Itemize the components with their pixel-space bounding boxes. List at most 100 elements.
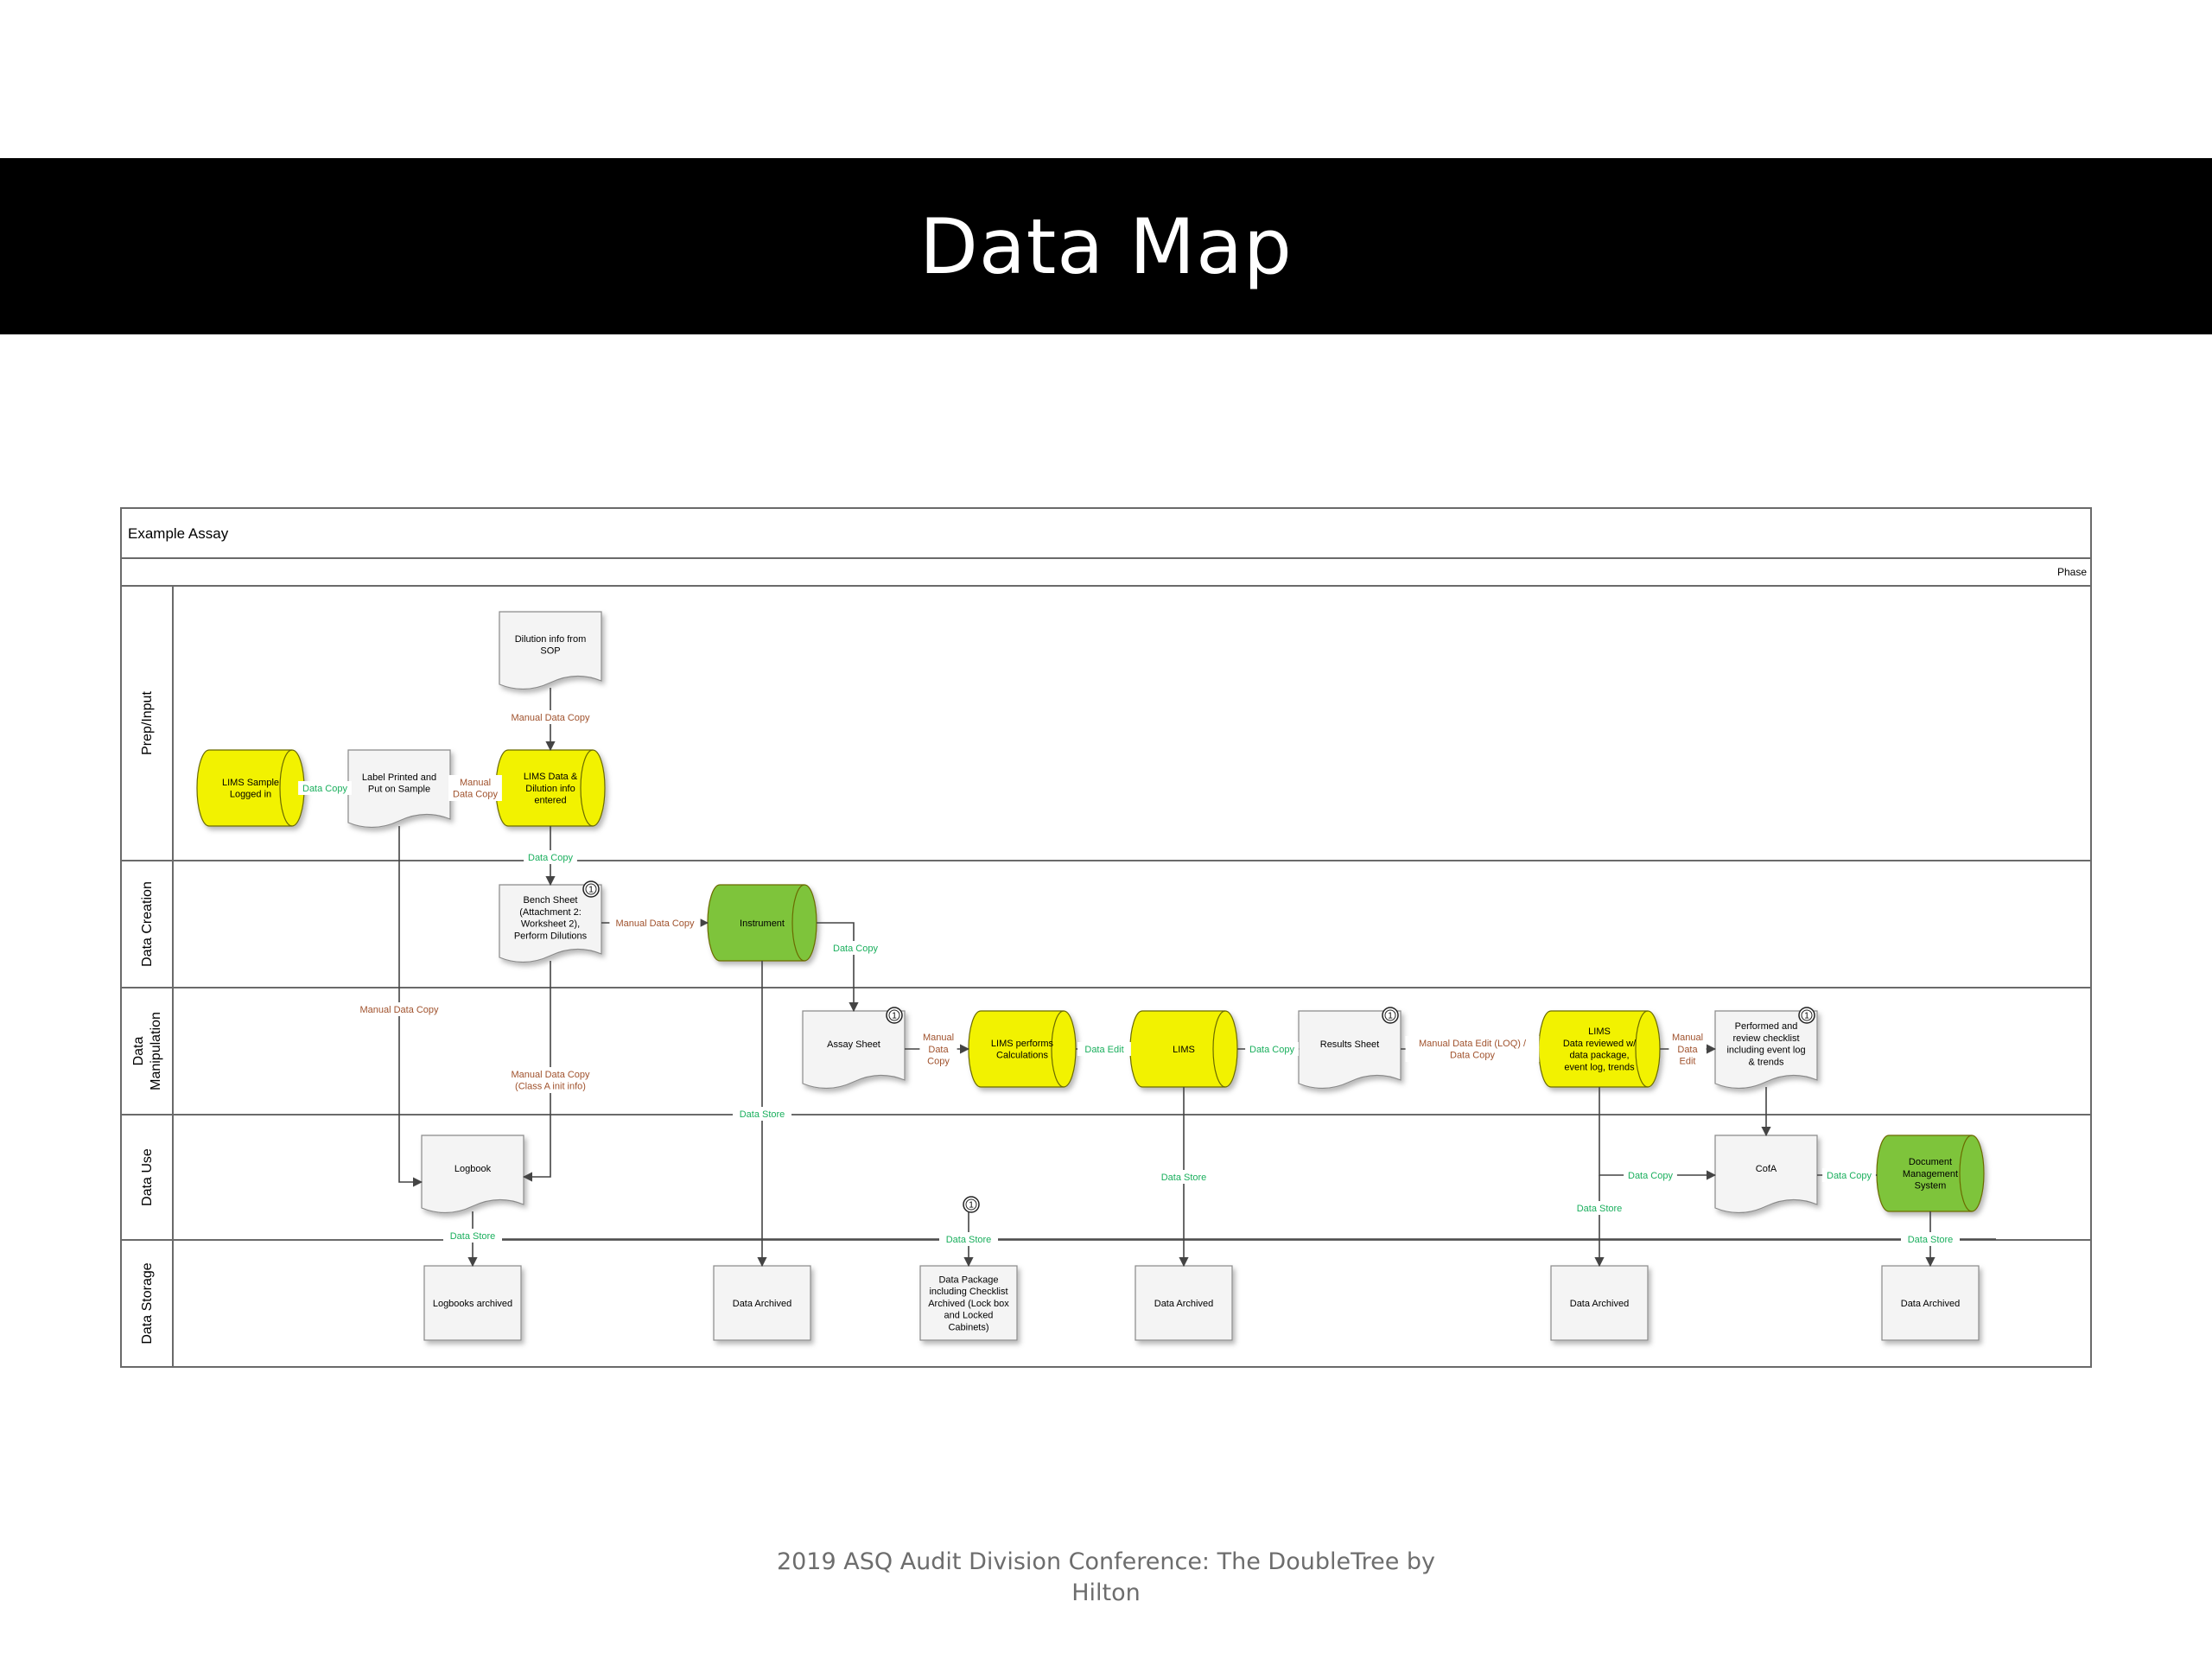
edge-e19: Data Store: [1570, 1175, 1629, 1268]
edge-e6: Data Copy: [817, 922, 882, 1013]
process-box: [423, 1265, 522, 1341]
document-shape: [499, 611, 602, 690]
badge-assay-sheet: 1: [892, 1012, 897, 1021]
edge-e10: Manual Data Edit (LOQ) /Data Copy: [1401, 1036, 1541, 1062]
edge-e1: Data Copy: [298, 781, 352, 795]
badge-checklist: 1: [1804, 1012, 1809, 1021]
edge-label-e13: Manual Data Copy(Class A init info): [511, 1070, 590, 1092]
node-archived-1: Data Archived: [713, 1265, 811, 1341]
badge-bench-sheet: 1: [588, 886, 594, 895]
edge-label-e20: Data Copy: [1827, 1171, 1872, 1181]
edge-line: [398, 826, 423, 1187]
edge-label-e12: Manual Data Copy: [359, 1005, 439, 1015]
document-shape: [1298, 1010, 1402, 1090]
edge-e18: Data Copy: [1599, 1087, 1717, 1182]
lane-label-creation: Data Creation: [140, 881, 155, 967]
node-text-lims: LIMS: [1173, 1045, 1195, 1055]
cylinder-shape: [196, 749, 305, 827]
document-shape: [347, 749, 451, 829]
node-text-archived-1: Data Archived: [733, 1299, 791, 1309]
document-shape: [1714, 1135, 1818, 1214]
edge-e21: Data Store: [1901, 1211, 1960, 1268]
document-shape: [1714, 1010, 1818, 1090]
footer-line-2: Hilton: [1071, 1580, 1141, 1606]
edge-e15: Data Store: [733, 961, 791, 1268]
edge-line: [817, 922, 859, 1013]
node-logbooks-archived: Logbooks archived: [423, 1265, 522, 1341]
edge-label-e4: Data Copy: [528, 853, 573, 863]
process-box: [713, 1265, 811, 1341]
node-text-results-sheet: Results Sheet: [1320, 1039, 1379, 1050]
node-archived-4: Data Archived: [1881, 1265, 1980, 1341]
node-text-instrument: Instrument: [740, 918, 785, 929]
node-lims: LIMS: [1129, 1010, 1238, 1088]
edge-label-e21: Data Store: [1908, 1235, 1954, 1245]
lane-prep: Prep/Input: [121, 691, 2091, 861]
cylinder-shape: [1538, 1010, 1661, 1088]
document-shape: [802, 1010, 906, 1090]
edge-label-e6: Data Copy: [833, 944, 878, 954]
cylinder-shape: [968, 1010, 1077, 1088]
node-archived-3: Data Archived: [1550, 1265, 1649, 1341]
node-text-assay-sheet: Assay Sheet: [827, 1039, 880, 1050]
node-cofa: CofA: [1714, 1135, 1818, 1214]
edge-label-e18: Data Copy: [1628, 1171, 1673, 1181]
node-text-archived-3: Data Archived: [1570, 1299, 1629, 1309]
edge-e12: Manual Data Copy: [353, 826, 445, 1187]
phase-label: Phase: [2057, 566, 2087, 578]
edge-label-e8: Data Edit: [1084, 1045, 1123, 1055]
edge-e17: Data Store: [1154, 1087, 1213, 1268]
storage-badge-text: 1: [969, 1201, 974, 1211]
edge-label-e17: Data Store: [1161, 1173, 1207, 1183]
node-text-logbooks-archived: Logbooks archived: [433, 1299, 512, 1309]
document-shape: [421, 1135, 524, 1214]
edge-line: [522, 961, 551, 1182]
edge-label-e10: Manual Data Edit (LOQ) /Data Copy: [1419, 1039, 1527, 1061]
edge-label-e1: Data Copy: [302, 784, 347, 794]
edge-label-e15: Data Store: [740, 1109, 785, 1120]
edge-label-e5: Manual Data Copy: [615, 918, 695, 929]
edge-e9: Data Copy: [1237, 1042, 1300, 1056]
edge-label-e19: Data Store: [1577, 1204, 1623, 1214]
lane-label-use: Data Use: [140, 1148, 155, 1206]
edge-e20: Data Copy: [1817, 1168, 1878, 1182]
storage-badge: 1: [963, 1196, 980, 1213]
node-archived-2: Data Archived: [1135, 1265, 1233, 1341]
edge-e5: Manual Data Copy: [601, 916, 709, 930]
diagram-title: Example Assay: [128, 525, 229, 542]
lane-storage: Data Storage: [140, 1262, 155, 1344]
edge-label-e3: Manual Data Copy: [511, 713, 590, 723]
edge-e13: Manual Data Copy(Class A init info): [497, 961, 604, 1182]
lane-label-storage: Data Storage: [140, 1262, 155, 1344]
node-logbook: Logbook: [421, 1135, 524, 1214]
edge-e3: Manual Data Copy: [505, 688, 596, 752]
process-box: [1550, 1265, 1649, 1341]
edge-e14: Data Store: [443, 1211, 502, 1268]
